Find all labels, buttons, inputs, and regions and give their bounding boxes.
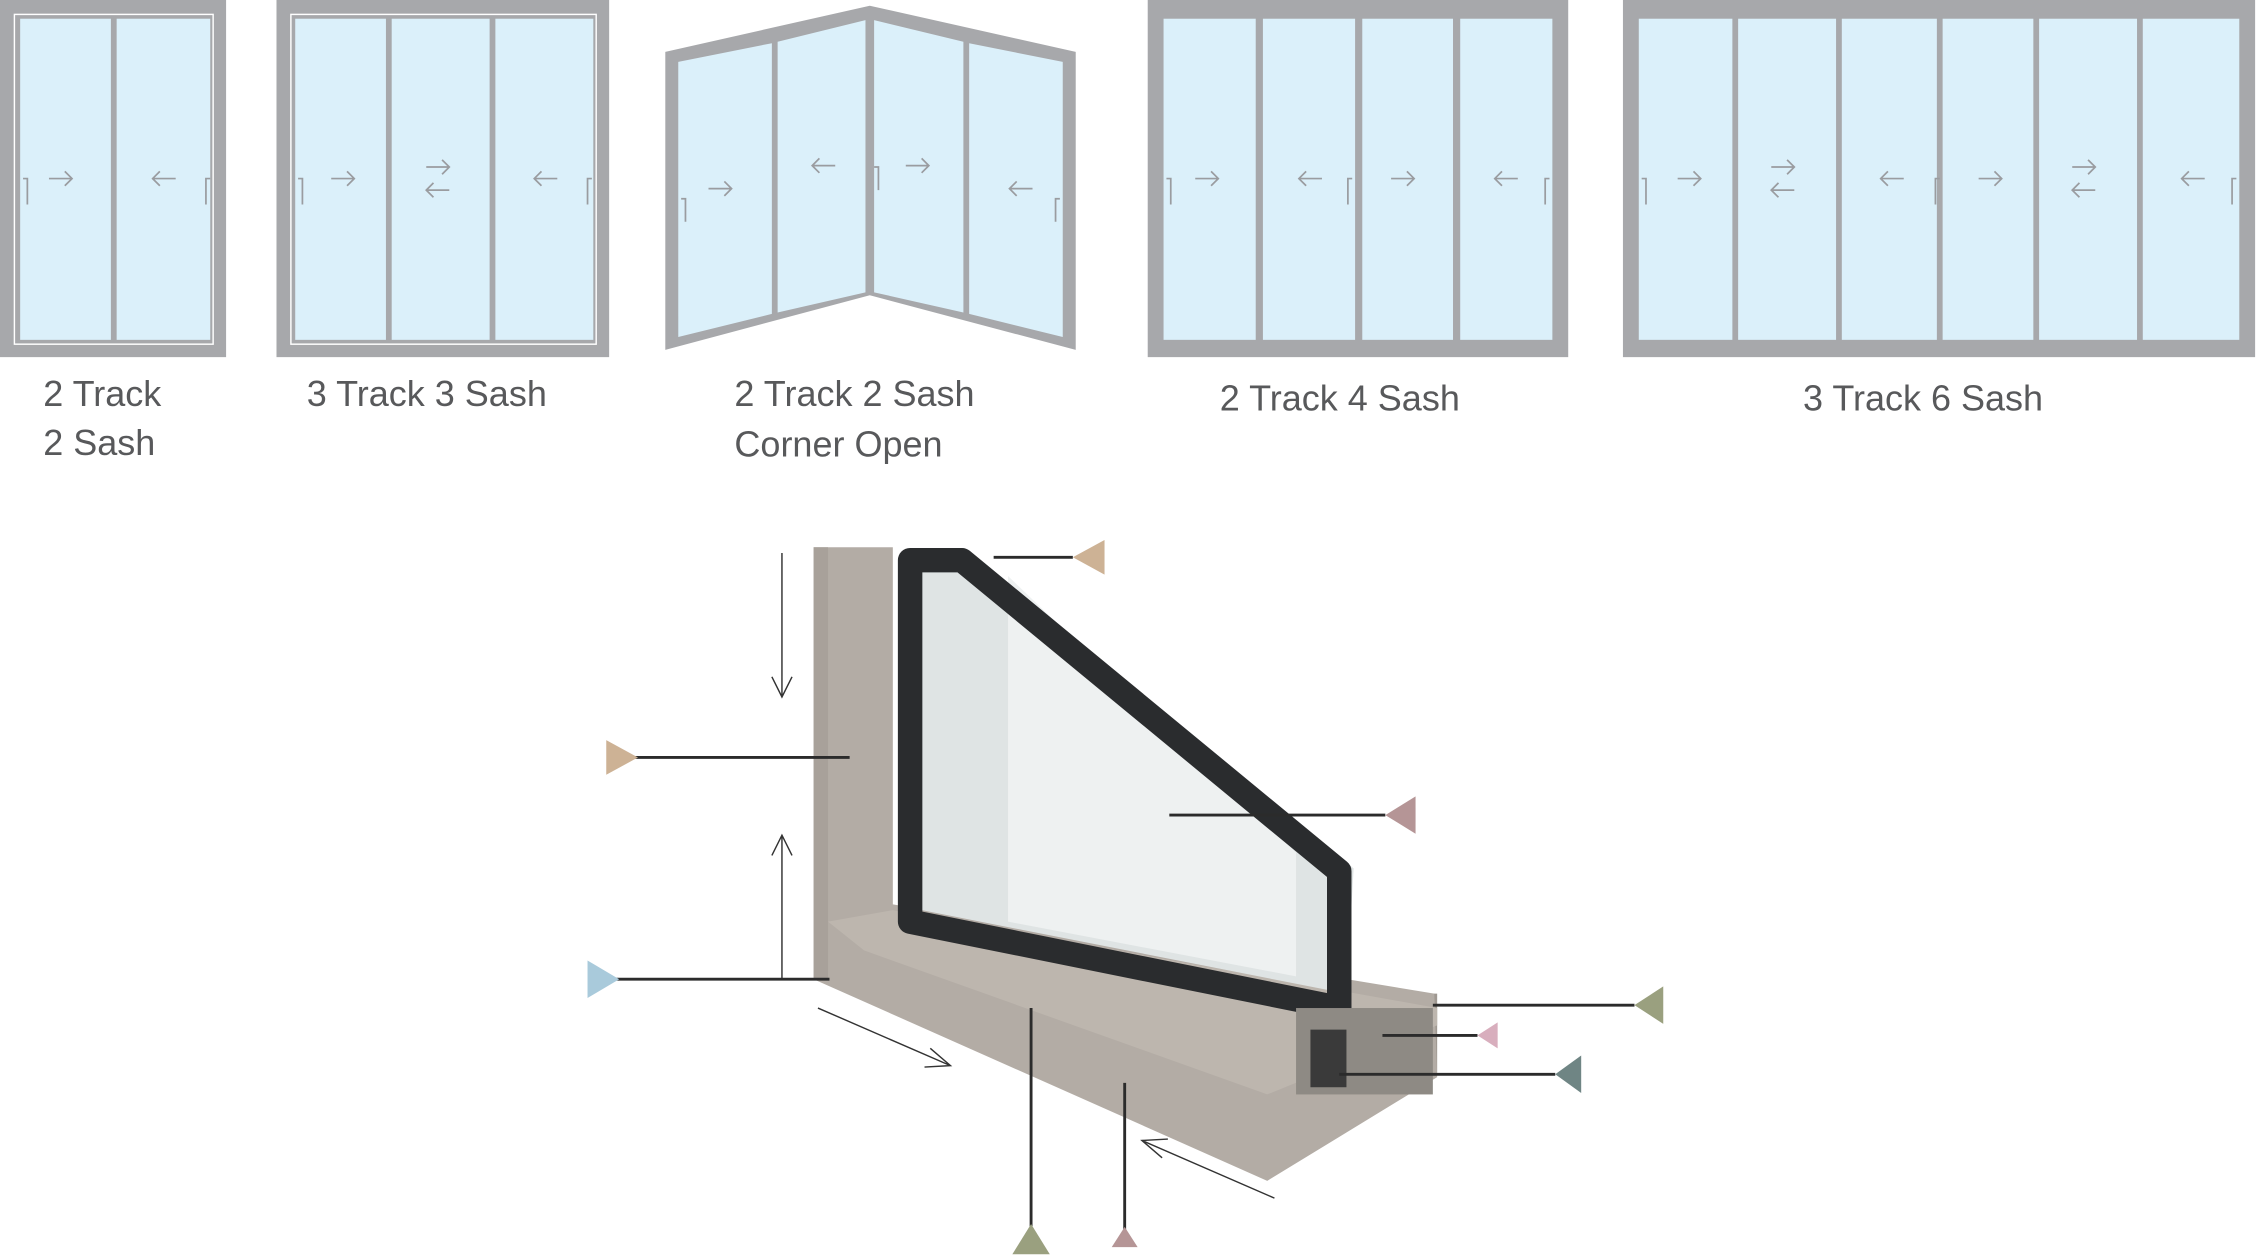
config-label: 2 Track 2 Sash <box>734 373 974 414</box>
config-label: 2 Track 4 Sash <box>1220 377 1460 418</box>
callout-marker-icon <box>1012 1224 1050 1255</box>
arrow-right-icon <box>331 170 356 187</box>
config-2-track-4-sash <box>1147 0 1569 358</box>
config-3-track-3-sash <box>276 0 610 358</box>
callout-marker-icon <box>1477 1022 1498 1049</box>
callouts <box>587 540 1664 1255</box>
config-label: 2 Track <box>43 373 162 414</box>
handle-icon <box>205 177 211 205</box>
config-label: Corner Open <box>734 423 942 464</box>
callout-marker-icon <box>606 740 638 775</box>
callout-marker-icon <box>1555 1055 1582 1093</box>
config-label: 3 Track 3 Sash <box>307 373 547 414</box>
arrows-both-icon <box>425 159 451 198</box>
config-label: 3 Track 6 Sash <box>1803 377 2043 418</box>
handle-icon <box>23 177 29 205</box>
arrow-right-icon <box>48 170 74 187</box>
callout-marker-icon <box>1634 986 1664 1024</box>
callout-marker-icon <box>1072 540 1105 575</box>
window-profile-cutaway <box>813 547 1438 1181</box>
callout-marker-icon <box>1111 1226 1138 1248</box>
arrow-left-icon <box>151 170 176 187</box>
callout-marker-icon <box>1385 796 1416 834</box>
callout-marker-icon <box>587 960 620 998</box>
config-3-track-6-sash <box>1622 0 2256 358</box>
config-label: 2 Sash <box>43 422 155 463</box>
config-2-track-2-sash <box>0 0 227 358</box>
config-2-track-2-sash-corner <box>665 5 1076 350</box>
arrow-left-icon <box>533 170 558 187</box>
